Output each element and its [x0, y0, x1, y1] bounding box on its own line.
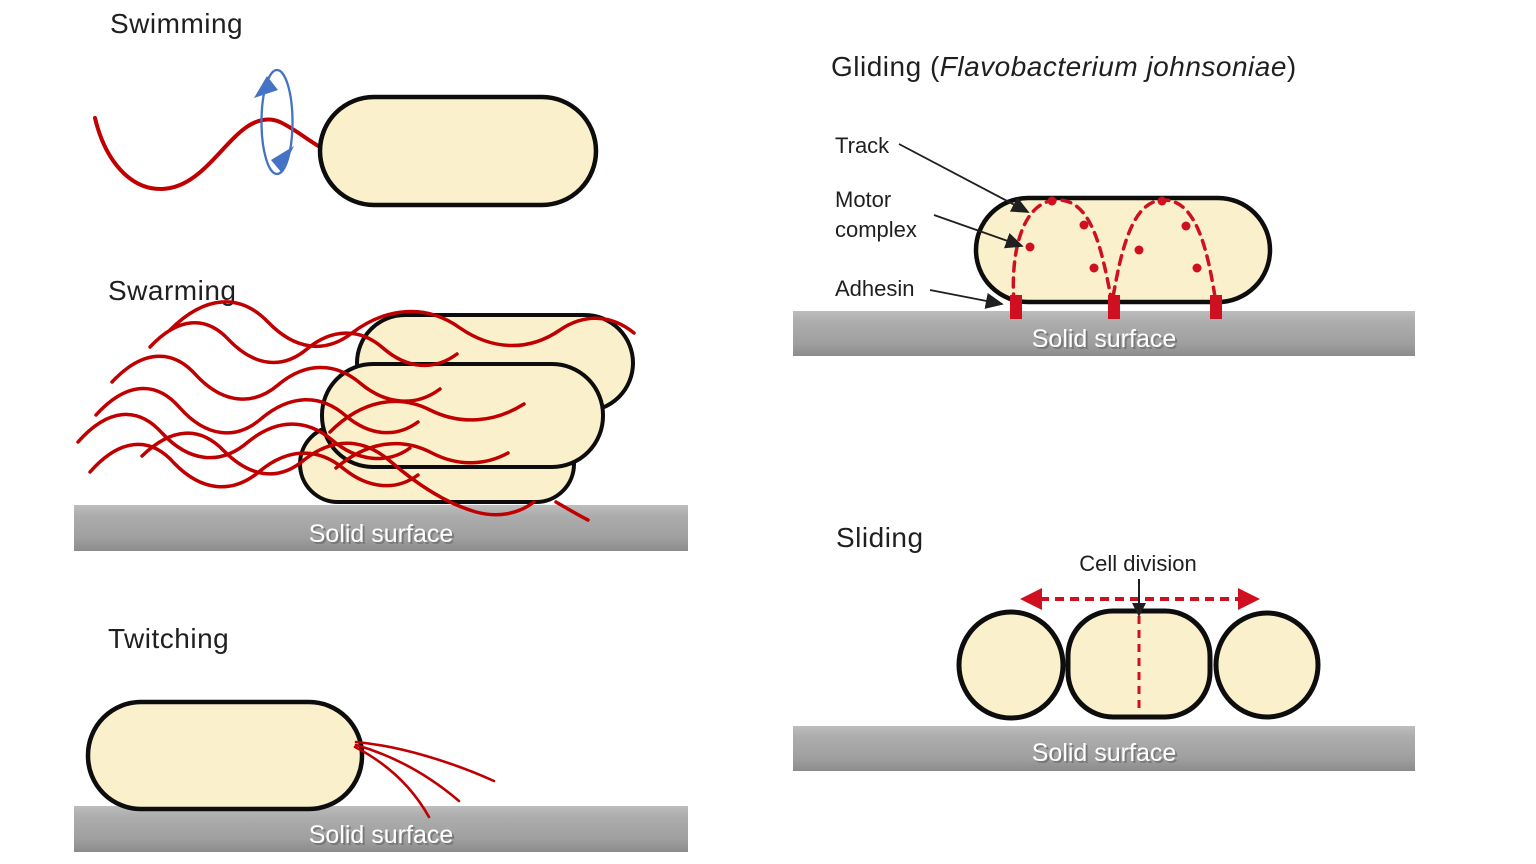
- track-pointer-arrow-icon: [898, 143, 1030, 213]
- swarming-section: Swarming Solid surface Solid surface: [74, 275, 688, 551]
- surface-label-shadow: Solid surface: [1034, 741, 1179, 769]
- pilus: [354, 743, 461, 803]
- swarming-title: Swarming: [108, 275, 236, 306]
- surface-rect: [74, 806, 688, 852]
- motor-complex-dot: [1134, 245, 1144, 255]
- flagellum-rotation-icon: [254, 68, 294, 176]
- motor-complex-dot: [1025, 242, 1035, 252]
- twitching-section: Twitching Solid surface Solid surface: [74, 623, 688, 852]
- swimming-title: Swimming: [110, 8, 243, 39]
- surface-rect: [74, 505, 688, 551]
- twitching-title: Twitching: [108, 623, 229, 654]
- surface-label: Solid surface: [309, 821, 454, 849]
- spreading-arrowhead-right: [1238, 588, 1260, 610]
- cell-division-label: Cell division: [1079, 551, 1196, 576]
- flagellum-strand: [94, 386, 420, 435]
- surface-rect: [793, 311, 1415, 356]
- adhesin-label: Adhesin: [835, 276, 915, 301]
- motor-complex-dots: [1025, 196, 1202, 273]
- flagellum-strand: [76, 412, 412, 461]
- adhesin-pointer-arrow-icon: [929, 289, 1004, 309]
- flagellum-strand: [334, 441, 510, 470]
- motor-complex-dot: [1089, 263, 1099, 273]
- spreading-arrowhead-left: [1020, 588, 1042, 610]
- sliding-cell-right: [1213, 610, 1321, 720]
- motor-complex-dot: [1047, 196, 1057, 206]
- flagellum-strand: [168, 300, 636, 348]
- motor-complex-dot: [1157, 196, 1167, 206]
- adhesin-rect: [1010, 295, 1022, 319]
- flagellum-strand: [328, 399, 526, 434]
- swarming-flagella-bundle: [76, 300, 636, 522]
- motor-complex-label-line2: complex: [835, 217, 917, 242]
- adhesin-rect: [1210, 295, 1222, 319]
- gliding-section: Gliding (Flavobacterium johnsoniae) Trac…: [793, 51, 1415, 356]
- sliding-section: Sliding Cell division Solid surface Soli…: [793, 522, 1415, 771]
- solid-surface-bar: Solid surface Solid surface: [74, 806, 688, 852]
- adhesins: [1010, 295, 1222, 319]
- solid-surface-bar: Solid surface Solid surface: [793, 726, 1415, 771]
- adhesin-rect: [1108, 295, 1120, 319]
- swimming-flagellum: [93, 116, 322, 192]
- solid-surface-bar: Solid surface Solid surface: [793, 311, 1415, 356]
- flagellum-strand: [148, 320, 459, 368]
- rotation-ellipse: [260, 68, 294, 176]
- surface-label: Solid surface: [1032, 739, 1177, 767]
- swimming-section: Swimming: [93, 8, 599, 208]
- surface-label: Solid surface: [309, 520, 454, 548]
- gliding-title: Gliding (Flavobacterium johnsoniae): [831, 51, 1297, 82]
- flagellum-strand: [554, 500, 590, 522]
- sliding-title: Sliding: [836, 522, 924, 553]
- spreading-arrow-icon: [1020, 588, 1260, 610]
- pilus: [353, 745, 431, 819]
- cell-division-arrow-icon: [1132, 579, 1146, 617]
- solid-surface-bar: Solid surface Solid surface: [74, 505, 688, 551]
- motor-complex-dot: [1079, 220, 1089, 230]
- flagellum-strand: [110, 354, 442, 403]
- flagellum-strand: [140, 431, 536, 517]
- motor-complex-pointer-arrow-icon: [933, 214, 1024, 249]
- surface-label-shadow: Solid surface: [311, 522, 456, 550]
- twitching-cell: [85, 699, 365, 812]
- rotation-arrowhead-bottom: [271, 146, 294, 172]
- cell-division-arrowhead: [1132, 603, 1146, 617]
- surface-label-shadow: Solid surface: [311, 823, 456, 851]
- gliding-title-prefix: Gliding (: [831, 51, 940, 82]
- rotation-arrowhead-top: [254, 76, 278, 98]
- swarming-cell-front: [320, 362, 605, 469]
- surface-label: Solid surface: [1032, 325, 1177, 353]
- surface-rect: [793, 726, 1415, 771]
- track-label: Track: [835, 133, 890, 158]
- motor-complex-label-line1: Motor: [835, 187, 891, 212]
- gliding-title-species: Flavobacterium johnsoniae: [940, 51, 1287, 82]
- motor-complex-dot: [1181, 221, 1191, 231]
- motor-complex-dot: [1192, 263, 1202, 273]
- surface-label-shadow: Solid surface: [1034, 327, 1179, 355]
- swimming-cell: [317, 94, 599, 208]
- pilus: [354, 740, 496, 783]
- twitching-pili: [353, 740, 496, 819]
- sliding-cell-left: [956, 609, 1066, 721]
- gliding-title-suffix: ): [1287, 51, 1297, 82]
